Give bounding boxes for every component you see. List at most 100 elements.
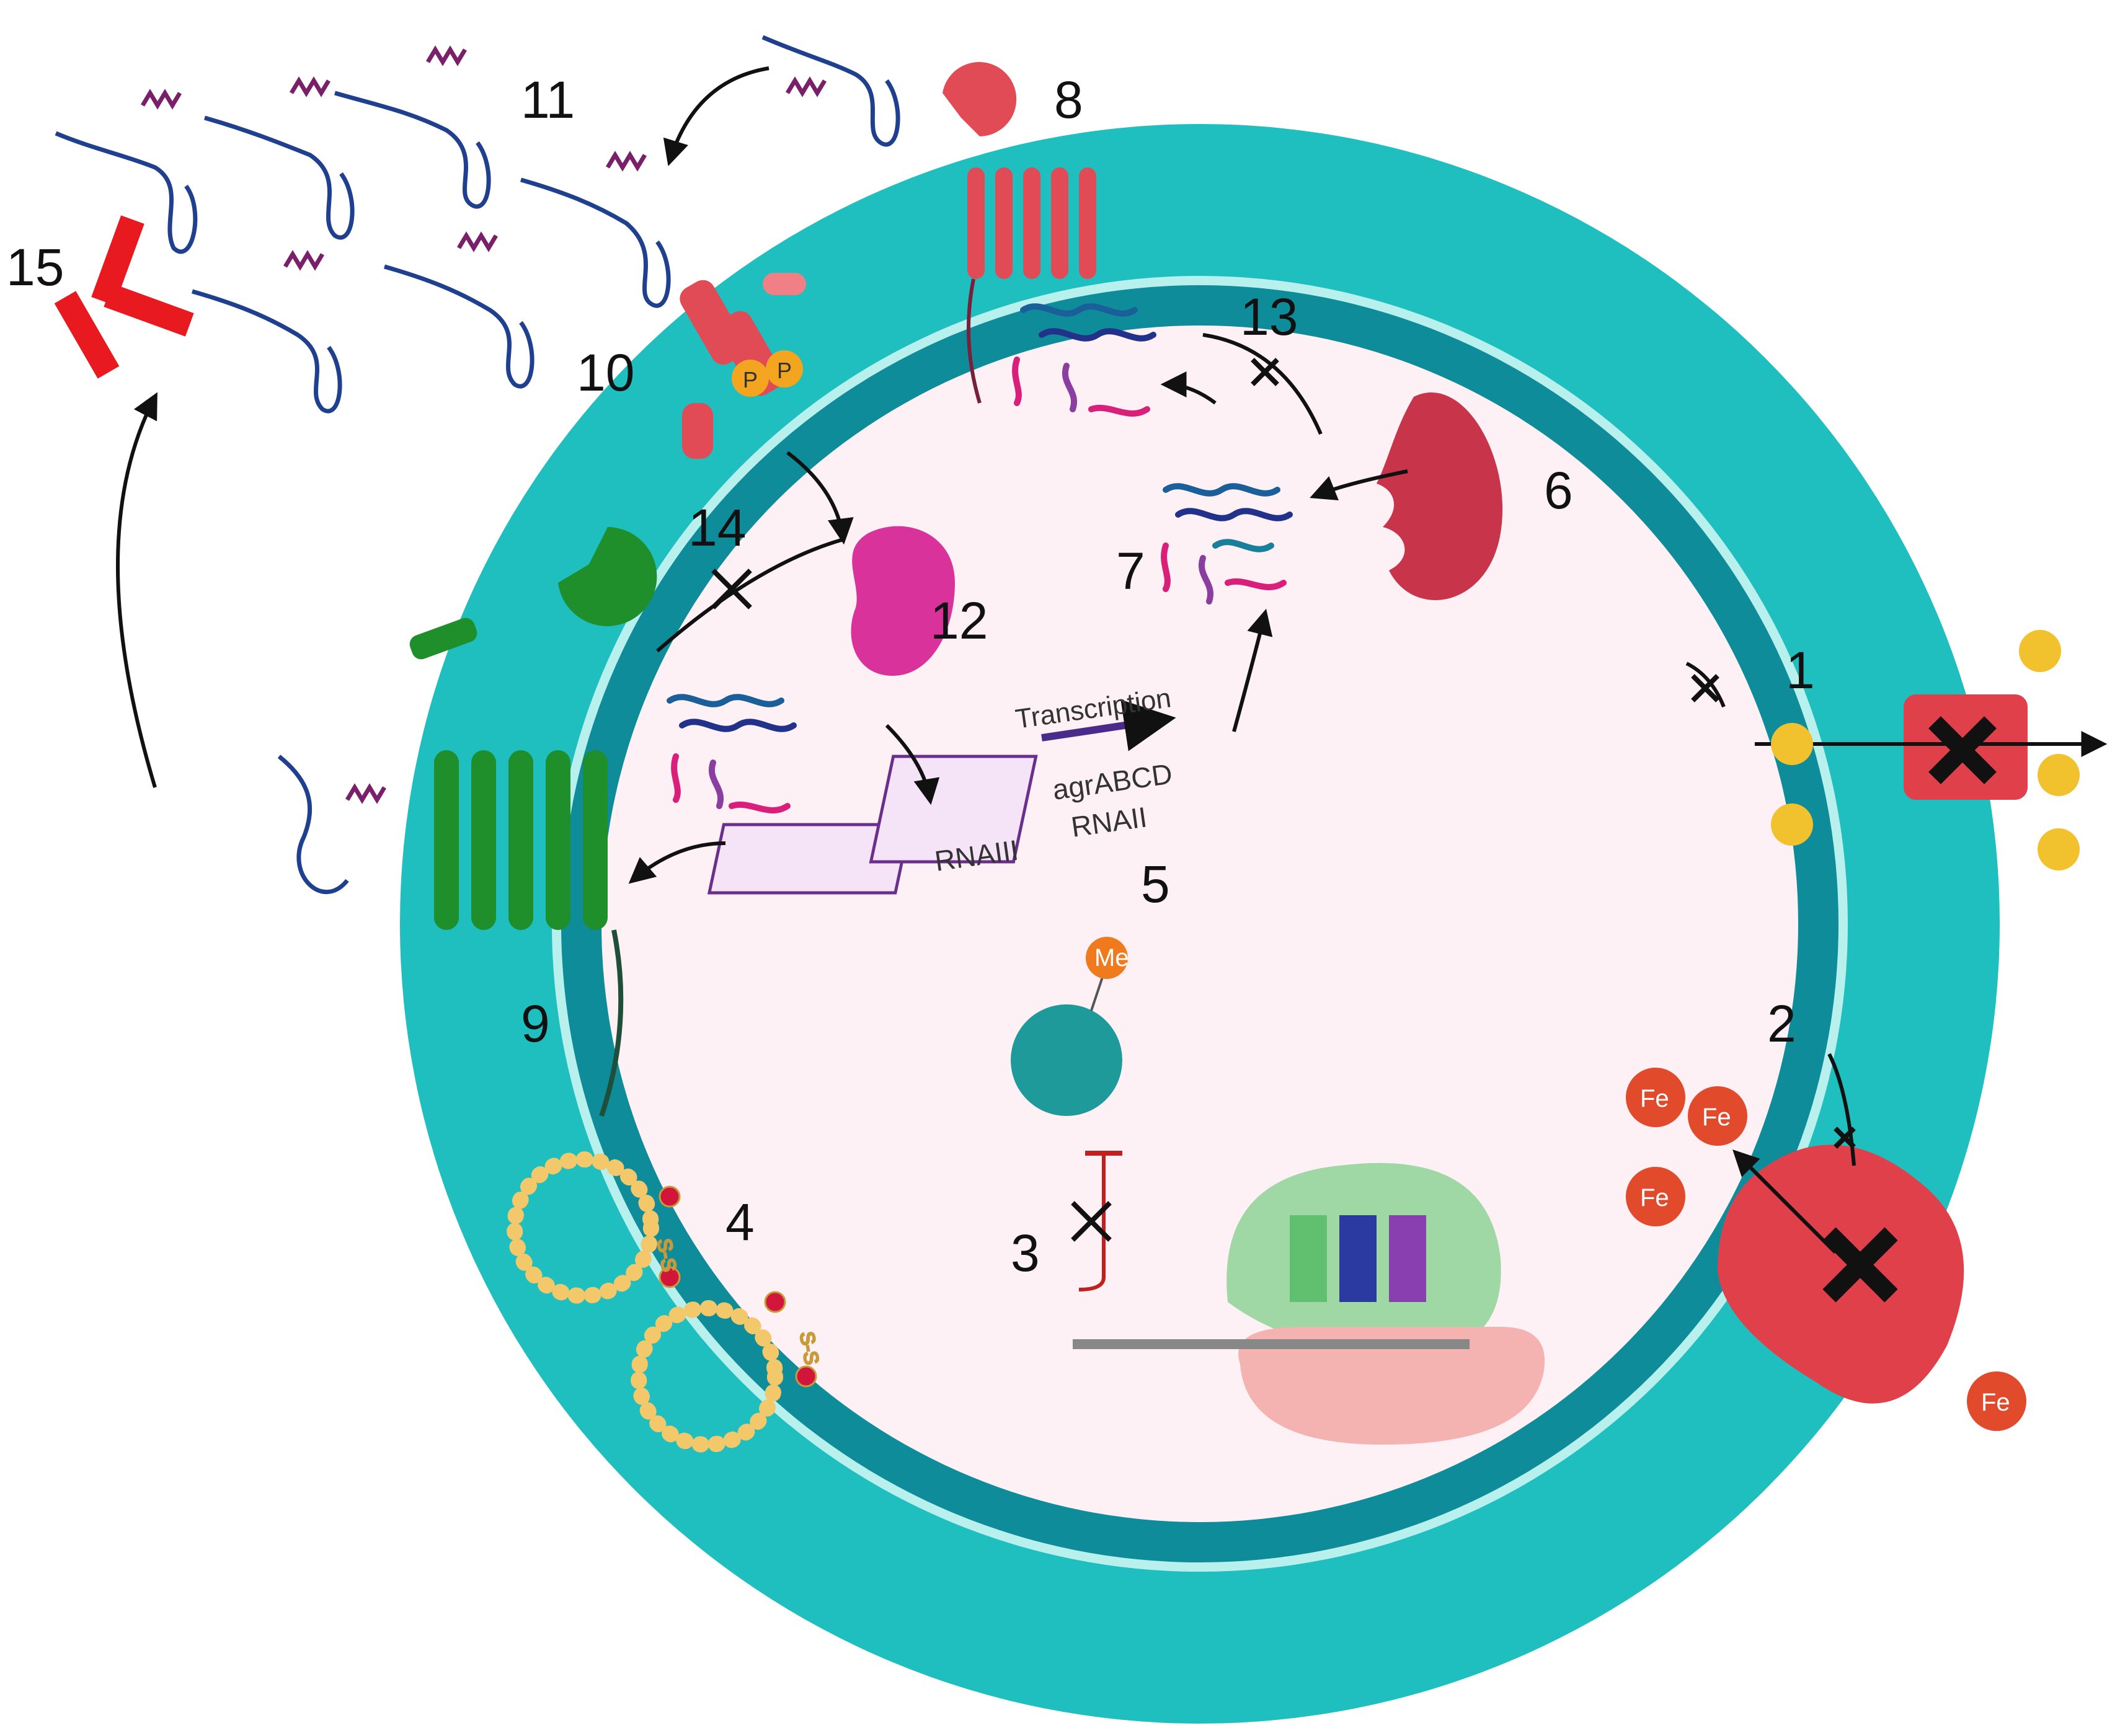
peptide-strand [384,264,534,389]
arrow-antibody-loop [116,392,157,788]
cell-envelope [400,124,2000,1724]
peptide-strand [709,760,724,809]
peptide-strand [671,753,681,803]
iron-transporter-2: Fe Fe Fe Fe [1626,1068,2026,1431]
block-x-13 [1251,358,1279,386]
extracellular-peptides [55,35,900,895]
crosslink-node [795,1365,817,1388]
crosslink-node [764,1291,786,1313]
ribosome-large-subunit [1238,1327,1545,1445]
bead-loop [507,1151,659,1304]
green-receptor-9 [409,527,657,1117]
helix [967,167,985,279]
label-14: 14 [688,498,746,557]
iron-label: Fe [1640,1184,1669,1211]
peptide-strand [605,151,647,172]
peptide-tangles [667,303,1293,814]
peptide-strand [1163,483,1280,497]
antibody-heavy-chain [54,291,120,379]
block-x-2 [1834,1127,1856,1149]
arrow-12-to-operon [885,724,940,805]
label-2: 2 [1767,994,1796,1053]
block-marks [711,358,1856,1242]
peptide-strand [1062,363,1077,412]
peptide-strand [334,91,491,209]
receptor-ligand-binding [558,527,657,626]
peptide-strand [1088,404,1150,417]
peptide-strand [729,801,791,814]
peptide-strand [289,76,331,97]
peptide-strand [192,289,342,414]
peptide-strand [1225,578,1287,591]
helix [995,167,1013,279]
label-15: 15 [6,238,64,296]
label-7: 7 [1116,542,1145,600]
helix [471,750,496,930]
trna-slot [1339,1215,1377,1302]
peptide-strand [456,231,499,252]
label-8: 8 [1054,71,1083,129]
methyl-linker [1090,973,1105,1011]
efflux-pump-1 [1755,630,2108,870]
methylated-protein-3: Me [1011,937,1129,1291]
receptor-tail [967,278,982,404]
peptide-strand [345,783,387,804]
peptide-strand [667,694,784,707]
iron-arrow [1732,1149,1837,1254]
block-x-14 [711,569,752,609]
iron-ion [1967,1371,2026,1431]
block-x [1928,716,1997,784]
repression-mark [1078,1153,1106,1291]
block-x [1822,1227,1898,1303]
peptide-strand [679,719,797,732]
iron-label: Fe [1702,1104,1731,1131]
ribosome-complex [1073,1162,1545,1445]
phosphate-circle [732,360,769,397]
methyl-group [1086,937,1128,979]
phosphate-circle [766,350,803,388]
helix [1079,167,1096,279]
helix [434,750,459,930]
bead-loop [631,1300,783,1453]
peptide-strand [1199,555,1213,604]
block-x-3 [1071,1201,1112,1242]
block-x-1 [1691,674,1719,702]
helix [583,750,608,930]
helix [1051,167,1068,279]
gold-ion [1771,723,1813,765]
peptide-strand [204,115,355,240]
agr-gene [869,755,1038,864]
peptide-strand [283,250,325,271]
arrow-7-to-8 [1160,371,1217,405]
iron-ion [1626,1068,1685,1127]
label-5: 5 [1141,855,1170,913]
label-13: 13 [1240,288,1298,346]
label-1: 1 [1786,641,1815,699]
phosphate-label: P [777,358,792,383]
antibody [54,215,194,379]
peptide-strand [277,755,349,895]
methyl-label: Me [1094,944,1129,972]
label-9: 9 [521,994,550,1053]
arrow-6-to-7 [1310,469,1408,501]
antibody-heavy-chain [91,215,144,306]
gold-ion [2038,754,2080,796]
label-10: 10 [577,343,634,402]
peptide-strand [1012,356,1022,406]
antibody-heavy-chain [104,283,194,337]
peptide-strand [55,131,198,254]
arrow-peptides-to-9 [628,841,726,884]
phosphate-label: P [743,367,758,392]
arrow-operon-to-7 [1232,608,1273,732]
protein-12 [851,526,955,676]
peptide-strand [1020,303,1138,317]
iron-ion [1688,1086,1747,1146]
peptide-strand [1212,539,1274,552]
sensor-kinase-10: P P [680,273,806,459]
trna-slot [1290,1215,1327,1302]
peptide-strand [761,35,900,147]
crosslink-node [659,1185,681,1208]
arrow-sensor-to-12 [786,451,854,545]
